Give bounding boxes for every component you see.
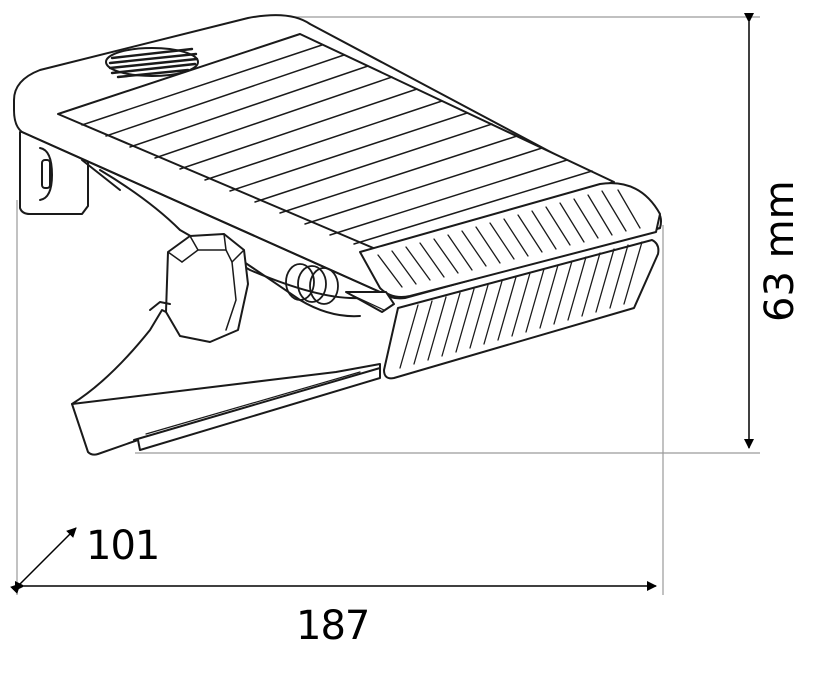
extension-lines: [16, 16, 760, 595]
hinge-spring: [285, 263, 339, 305]
depth-dimension-arrow: [10, 527, 77, 594]
solar-panel-cells: [81, 44, 593, 245]
bracket-hole: [41, 159, 51, 189]
solar-light-body: [13, 14, 662, 456]
bracket-slot: [39, 147, 53, 201]
dimension-arrows: [10, 13, 754, 594]
solar-panel: [57, 33, 615, 251]
lower-led-ribs: [399, 241, 643, 369]
lower-led-panel: [383, 239, 660, 380]
sensor-grille-lines: [108, 47, 199, 79]
base-clip: [71, 363, 381, 456]
adjustment-knob: [165, 233, 249, 343]
depth-dimension-label: 101: [86, 523, 160, 569]
width-dimension-label: 187: [296, 603, 370, 649]
height-dimension-label: 63 mm: [757, 180, 803, 322]
upper-led-ribs: [377, 189, 641, 288]
